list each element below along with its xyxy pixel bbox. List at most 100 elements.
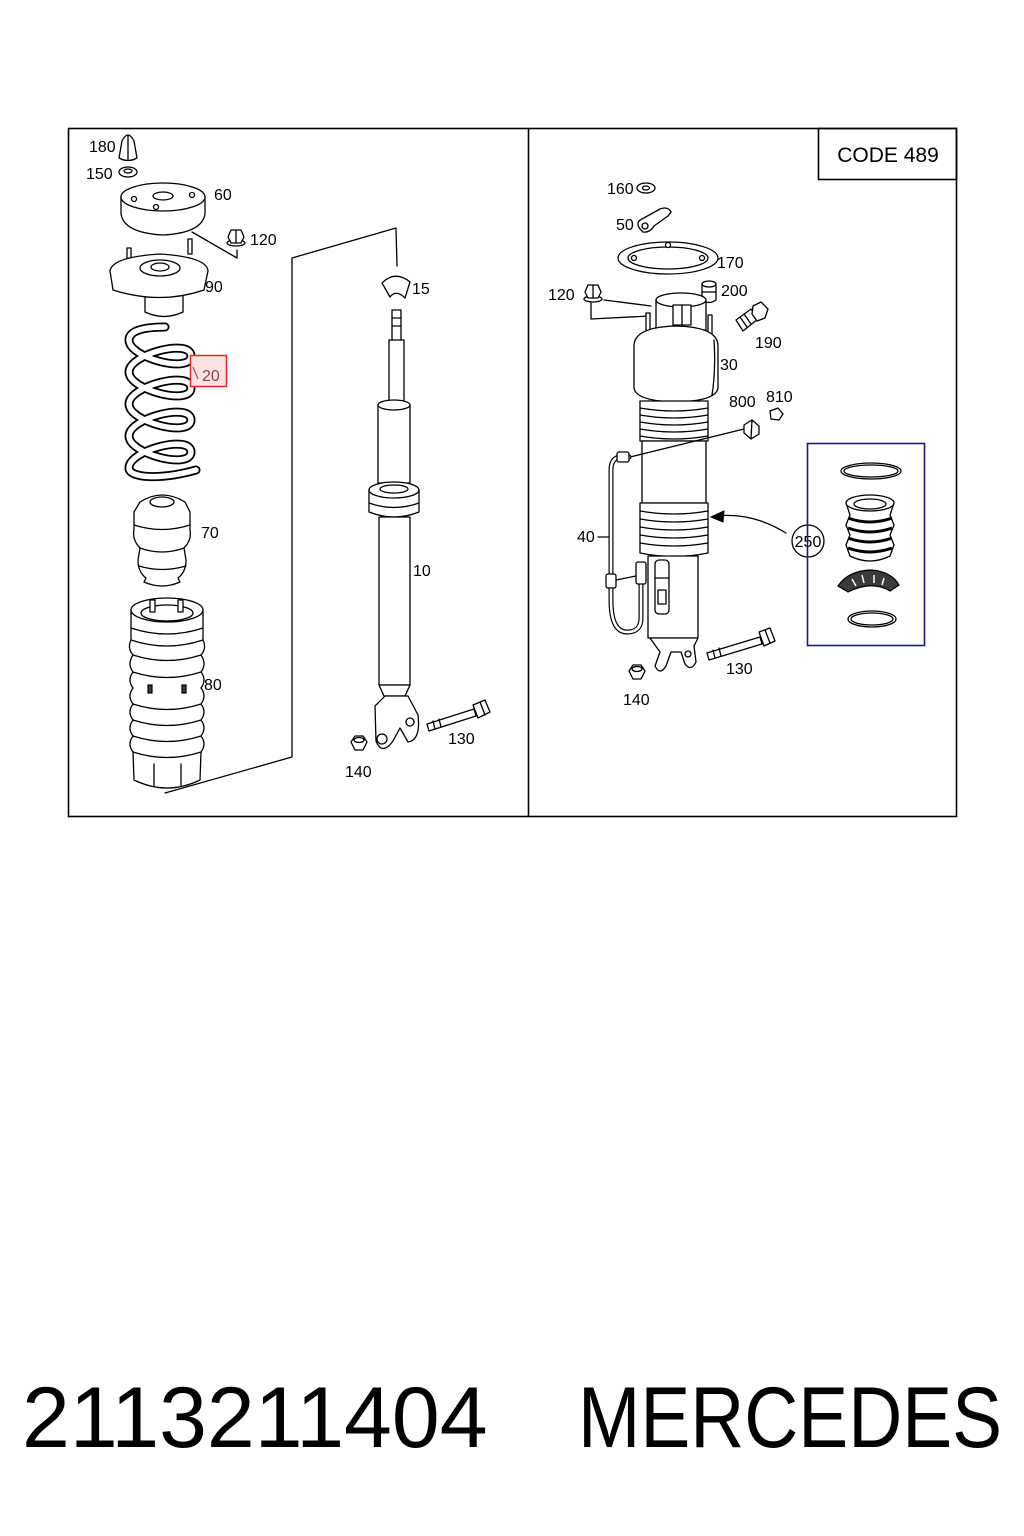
strut-rib-2 xyxy=(639,414,709,419)
label-150: 150 xyxy=(86,166,113,183)
boot-top-tab-left xyxy=(149,599,156,613)
shock-rod xyxy=(388,339,405,403)
label-15: 15 xyxy=(412,281,430,298)
boot-rib-1 xyxy=(130,627,204,635)
boot-rib-3 xyxy=(132,654,202,662)
clip-body xyxy=(381,275,411,299)
gasket-inner xyxy=(627,246,709,270)
shock-collar-inner xyxy=(379,484,409,494)
boot-rib-4 xyxy=(132,671,202,679)
strut-rib-3 xyxy=(639,421,709,426)
parts-diagram: CODE 489 180 150 60 xyxy=(67,127,958,818)
shock-collar-ring xyxy=(368,502,420,509)
flange-nut-120-right xyxy=(583,284,603,303)
bolt-thread-2 xyxy=(438,718,442,728)
fitting-top xyxy=(701,280,717,288)
label-180: 180 xyxy=(89,139,116,156)
label-80: 80 xyxy=(204,677,222,694)
cable-plug-mid xyxy=(605,573,617,589)
nut-140-left xyxy=(350,735,368,751)
label-200: 200 xyxy=(721,283,748,300)
valve-thread-2 xyxy=(743,313,752,325)
right-panel: 160 50 170 200 190 xyxy=(548,181,926,709)
label-140-left: 140 xyxy=(345,764,372,781)
washer-hole xyxy=(641,185,651,191)
mount-plate-center-hole xyxy=(152,191,174,201)
label-130-left: 130 xyxy=(448,731,475,748)
code-label: CODE 489 xyxy=(837,144,939,167)
cable-plug-top xyxy=(616,451,630,463)
mount-plate-hole-left xyxy=(130,195,138,203)
strut-side-valve xyxy=(654,559,670,615)
strut-lower-rib-2 xyxy=(639,518,709,523)
shock-fork-hole xyxy=(376,733,388,745)
label-50: 50 xyxy=(616,217,634,234)
mount-stud-right xyxy=(187,238,193,255)
bolt-130-left xyxy=(426,699,491,732)
leader-bracket-shock xyxy=(164,227,398,794)
strut-lower-rib-3 xyxy=(639,526,709,531)
mount-boss-hole xyxy=(150,262,170,272)
boot-top-opening xyxy=(140,604,194,622)
bump-stop-ridge-3 xyxy=(138,565,187,571)
cable-branch xyxy=(615,575,637,581)
strut-air-bellow xyxy=(633,325,719,403)
seal-body xyxy=(769,407,784,421)
boot-body xyxy=(128,609,206,789)
sensor-cable-40 xyxy=(605,451,647,635)
bump-stop-body xyxy=(132,494,192,587)
bump-stop-70 xyxy=(132,494,192,587)
nut-140-right xyxy=(628,664,646,680)
bracket-50 xyxy=(637,207,672,233)
strut-bellow-seam xyxy=(711,339,716,396)
label-140-right: 140 xyxy=(623,692,650,709)
strut-tube xyxy=(641,440,707,504)
label-30: 30 xyxy=(720,357,738,374)
label-130-right: 130 xyxy=(726,661,753,678)
label-40: 40 xyxy=(577,529,595,546)
kit-ring-bottom-inner xyxy=(850,612,894,626)
label-70: 70 xyxy=(201,525,219,542)
valve-190 xyxy=(735,301,769,332)
bump-stop-ridge-1 xyxy=(133,524,191,531)
boot-clip-left xyxy=(147,684,153,694)
kit-clip-teeth xyxy=(851,574,885,587)
label-810: 810 xyxy=(766,389,793,406)
dust-boot-80 xyxy=(128,597,206,789)
bolt-thread-1 xyxy=(712,649,716,659)
washer-150 xyxy=(118,166,138,178)
left-panel: 180 150 60 120 xyxy=(86,134,491,794)
kit-bellow-rib-2 xyxy=(847,526,893,534)
label-60: 60 xyxy=(214,187,232,204)
label-190: 190 xyxy=(755,335,782,352)
bump-stop-hole xyxy=(149,496,175,508)
cable-fill xyxy=(609,455,643,634)
boot-rib-5 xyxy=(132,703,202,711)
nut-top xyxy=(353,736,365,744)
valve-hex xyxy=(751,301,769,322)
mount-cylinder xyxy=(144,291,184,318)
boot-rib-2 xyxy=(130,639,204,647)
shock-lower-body xyxy=(378,516,411,686)
highlight-callout-20: 20 xyxy=(189,354,228,388)
boot-rib-6 xyxy=(132,719,202,727)
seal-810 xyxy=(769,407,784,421)
washer-hole xyxy=(123,168,133,174)
bolt-thread-2 xyxy=(718,647,722,657)
label-20: 20 xyxy=(202,368,220,385)
shock-lower-taper xyxy=(378,684,411,697)
gasket-170 xyxy=(617,241,719,275)
diagram-frame xyxy=(67,127,958,818)
mount-plate-hole-right xyxy=(188,191,196,199)
bolt-head-edge xyxy=(479,701,486,716)
label-90: 90 xyxy=(205,279,223,296)
retaining-clip-15 xyxy=(381,275,411,299)
code-box xyxy=(817,127,958,181)
bolt-thread-1 xyxy=(432,720,436,730)
valve-thread-1 xyxy=(739,316,748,328)
label-800: 800 xyxy=(729,394,756,411)
leader-800 xyxy=(629,428,745,458)
kit-ring-bottom-outer xyxy=(847,610,897,628)
cable-outline xyxy=(608,454,644,635)
boot-rib-8 xyxy=(132,751,202,759)
